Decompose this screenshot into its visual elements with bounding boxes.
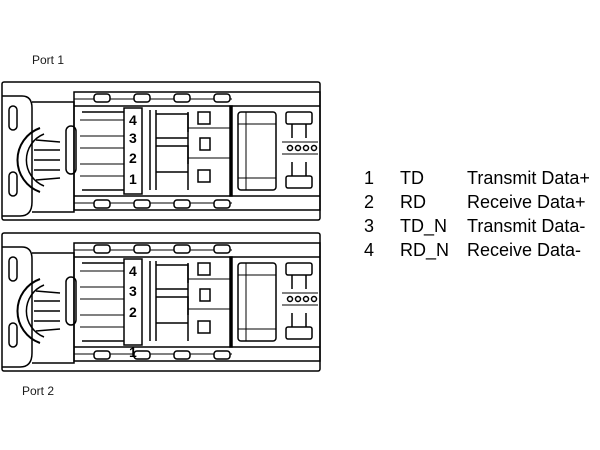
port-1-label: Port 1 xyxy=(32,53,64,67)
port-1-pin-2: 2 xyxy=(129,150,137,166)
legend-pin-number: 3 xyxy=(364,216,375,236)
legend-row-3: 3 TD_N Transmit Data- xyxy=(360,214,600,238)
legend-pin-number: 2 xyxy=(364,192,375,212)
legend-row-1: 1 TD Transmit Data+ xyxy=(360,166,600,190)
legend-signal-name: RD xyxy=(400,192,426,212)
legend-signal-name: TD xyxy=(400,168,424,188)
port-1-pin-4: 4 xyxy=(129,112,137,128)
port-2-connector xyxy=(1,232,321,372)
legend-row-2: 2 RD Receive Data+ xyxy=(360,190,600,214)
legend-signal-description: Receive Data+ xyxy=(467,192,586,212)
port-2-pin-2: 2 xyxy=(129,304,137,320)
port-2-pin-3: 3 xyxy=(129,283,137,299)
legend-signal-name: RD_N xyxy=(400,240,450,260)
port-1-pin-1: 1 xyxy=(129,171,137,187)
legend-signal-description: Transmit Data- xyxy=(467,216,586,236)
port-2-pin-4: 4 xyxy=(129,263,137,279)
legend-pin-number: 4 xyxy=(364,240,375,260)
legend-pin-number: 1 xyxy=(364,168,375,188)
legend-row-4: 4 RD_N Receive Data- xyxy=(360,238,600,262)
legend-signal-name: TD_N xyxy=(400,216,448,236)
port-1-pin-3: 3 xyxy=(129,130,137,146)
pin-legend: 1 TD Transmit Data+ 2 RD Receive Data+ 3… xyxy=(360,166,600,262)
legend-signal-description: Transmit Data+ xyxy=(467,168,590,188)
port-2-pin-1: 1 xyxy=(129,344,137,360)
legend-signal-description: Receive Data- xyxy=(467,240,582,260)
port-2-label: Port 2 xyxy=(22,384,54,398)
port-1-connector xyxy=(1,81,321,221)
